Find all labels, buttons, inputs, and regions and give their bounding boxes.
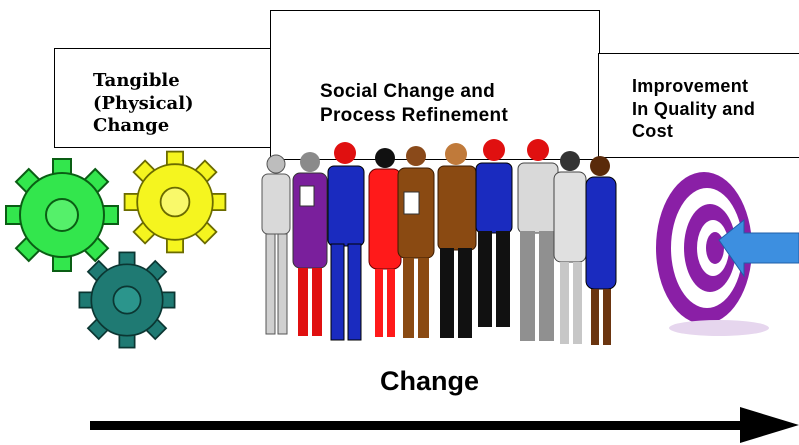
person-5 xyxy=(397,146,435,338)
tangible-change-label: Tangible (Physical) Change xyxy=(93,70,194,136)
person-1 xyxy=(261,154,291,335)
target-icon xyxy=(656,172,799,336)
yellow-gear-icon xyxy=(123,150,227,254)
person-3 xyxy=(327,142,365,341)
person-2 xyxy=(292,152,328,336)
arrow-blue-icon xyxy=(718,218,799,278)
person-9 xyxy=(553,151,587,344)
social-change-label: Social Change and Process Refinement xyxy=(320,81,509,126)
person-6 xyxy=(437,143,477,338)
social-change-box xyxy=(270,10,600,160)
person-8 xyxy=(517,139,559,341)
person-10 xyxy=(585,156,617,345)
improvement-label: Improvement In Quality and Cost xyxy=(632,76,756,141)
people-group-icon xyxy=(261,139,617,345)
person-7 xyxy=(475,139,513,327)
tangible-change-box xyxy=(54,48,272,148)
green-gear-icon xyxy=(5,158,119,272)
gears-illustration xyxy=(5,150,227,349)
teal-gear-icon xyxy=(78,251,176,349)
improvement-box xyxy=(598,53,799,158)
change-label: Change xyxy=(379,366,479,396)
arrow-right-icon xyxy=(90,407,799,443)
person-4 xyxy=(368,148,402,337)
